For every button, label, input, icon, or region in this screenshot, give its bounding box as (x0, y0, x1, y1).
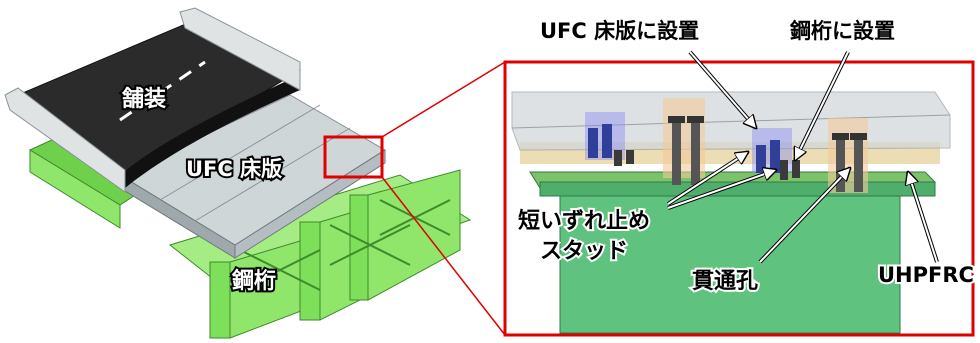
label-install-on-girder: 鋼桁に設置 (789, 19, 895, 43)
detail-view (503, 50, 975, 337)
short-studs (585, 112, 800, 180)
steel-girder-structure (28, 94, 472, 339)
side-barriers (4, 7, 301, 193)
label-steel-girder: 鋼桁 (231, 268, 276, 294)
label-short-stud-line1: 短いずれ止め (518, 209, 650, 234)
label-uhpfrc: UHPFRC (878, 263, 974, 287)
label-short-stud-line2: スタッド (540, 239, 628, 264)
detail-highlight-box (323, 135, 384, 179)
leader-arrows (666, 50, 939, 264)
label-pavement: 舗装 (121, 86, 166, 112)
label-install-on-slab: UFC 床版に設置 (540, 19, 699, 43)
label-through-hole: 貫通孔 (692, 269, 758, 294)
bridge-overview: 舗装 UFC 床版 鋼桁 (4, 7, 506, 339)
label-ufc-slab: UFC 床版 (186, 157, 282, 181)
pavement-layer (17, 19, 302, 188)
